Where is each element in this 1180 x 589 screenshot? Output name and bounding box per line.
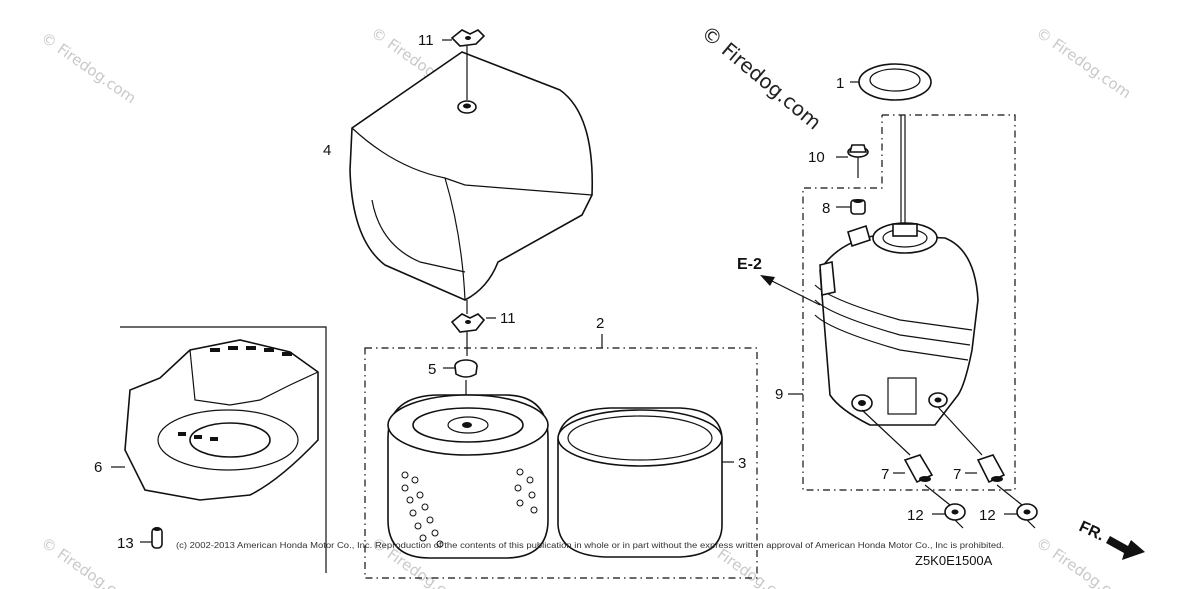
part-1-seal [850, 63, 932, 101]
paper-filter-element [387, 394, 549, 559]
callout-8: 8 [822, 200, 830, 217]
callout-11-lower: 11 [500, 310, 516, 327]
callout-7-right: 7 [953, 466, 961, 483]
reference-label: E-2 [737, 256, 762, 273]
elbow-assembly-box [802, 114, 1016, 491]
callout-4: 4 [323, 142, 331, 159]
part-11-wing-nut-top [442, 29, 486, 100]
watermark-main: © Firedog.com [697, 20, 826, 134]
watermark-top-right: © Firedog.com [1033, 24, 1135, 103]
part-7-tubes [861, 406, 1006, 484]
callout-11-top: 11 [418, 32, 434, 49]
callout-12-left: 12 [907, 507, 924, 524]
part-12-nuts [924, 484, 1038, 529]
callout-3: 3 [738, 455, 746, 472]
part-11-wing-nut-lower [450, 300, 496, 356]
watermark-top-left: © Firedog.com [38, 29, 140, 108]
part-13-tube [140, 527, 163, 549]
part-4-cover [349, 51, 594, 301]
callout-2: 2 [596, 315, 604, 332]
callout-6: 6 [94, 459, 102, 476]
callout-13: 13 [117, 535, 134, 552]
part-9-elbow [788, 115, 979, 426]
front-direction-indicator: FR. [1076, 518, 1145, 560]
callout-5: 5 [428, 361, 436, 378]
drawing-code: Z5K0E1500A [915, 553, 993, 568]
callout-10: 10 [808, 149, 825, 166]
callout-12-right: 12 [979, 507, 996, 524]
callout-numbers: 1 2 3 4 5 6 7 7 8 9 10 11 11 12 12 13 [94, 32, 996, 552]
e2-reference-arrow: E-2 [737, 256, 821, 306]
part-8-collar [836, 199, 866, 215]
front-label: FR. [1076, 518, 1107, 544]
foam-filter-element [557, 407, 723, 558]
element-assembly-box [364, 347, 758, 579]
callout-1: 1 [836, 75, 844, 92]
part-6-base [111, 326, 327, 573]
copyright-notice: (c) 2002-2013 American Honda Motor Co., … [176, 541, 1004, 550]
callout-7-left: 7 [881, 466, 889, 483]
callout-9: 9 [775, 386, 783, 403]
part-10-bolt [836, 144, 869, 178]
